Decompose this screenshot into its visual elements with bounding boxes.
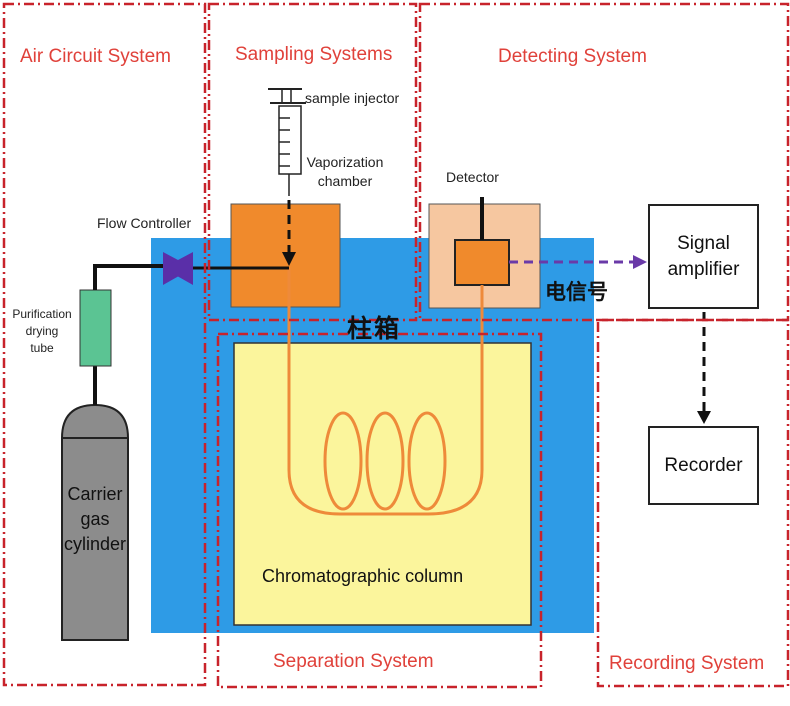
carrier-gas-label: Carrier gas cylinder: [63, 484, 127, 554]
column-oven-label: 柱箱: [347, 314, 402, 343]
flow-controller-label: Flow Controller: [97, 215, 192, 231]
gas-line-upper: [93, 264, 170, 290]
vaporization-chamber-label: Vaporization chamber: [306, 154, 384, 189]
chromatographic-column-label: Chromatographic column: [262, 566, 464, 586]
recorder-box: Recorder: [648, 426, 759, 505]
region-sampling: [207, 2, 418, 322]
signal-amplifier-box: Signal amplifier: [648, 204, 759, 309]
coil-loop-2: [365, 411, 405, 511]
electrical-signal-label: 电信号: [545, 279, 608, 304]
syringe-icon: [268, 88, 306, 196]
sample-injector-label: sample injector: [305, 90, 400, 106]
air-circuit-title: Air Circuit System: [20, 46, 171, 67]
region-air-circuit: [2, 2, 207, 687]
detector-label: Detector: [446, 169, 499, 185]
column-coil: [287, 268, 484, 516]
separation-title: Separation System: [273, 651, 434, 672]
coil-loop-1: [323, 411, 363, 511]
recording-title: Recording System: [609, 653, 765, 674]
detecting-title: Detecting System: [498, 46, 647, 67]
detector-inner: [454, 239, 510, 286]
purification-tube: [79, 289, 112, 367]
purification-tube-label: Purification drying tube: [12, 307, 72, 355]
region-recording: [596, 318, 790, 688]
sampling-title: Sampling Systems: [235, 44, 393, 65]
region-separation: [216, 332, 543, 689]
coil-loop-3: [407, 411, 447, 511]
